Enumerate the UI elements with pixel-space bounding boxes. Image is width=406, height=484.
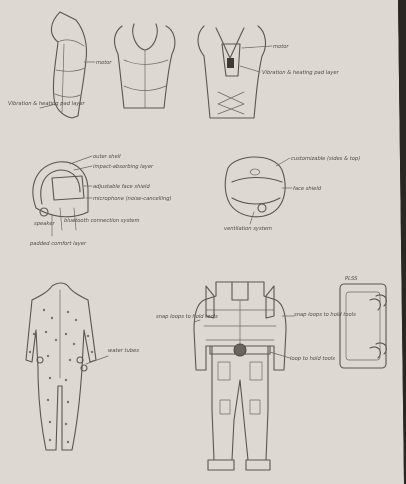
label-face-shield: face shield [293,186,322,192]
label-outer-shell: outer shell [93,154,121,160]
motor-block [227,58,234,68]
label-bluetooth: bluetooth connection system [64,218,140,224]
label-water-tubes: water tubes [108,348,139,354]
label-impact: impact-absorbing layer [93,164,154,170]
label-padded: padded comfort layer [29,241,87,247]
label-back-vibration: Vibration & heating pad layer [262,70,340,76]
label-back-motor: motor [273,44,289,50]
belt-buckle [234,344,246,356]
label-face-shield-adjustable: adjustable face shield [93,184,150,190]
label-loop-tools: loop to hold tools [290,356,335,362]
label-side-vibration: Vibration & heating pad layer [8,101,86,107]
label-ventilation: ventilation system [224,226,272,232]
label-customizable: customizable (sides & top) [291,156,360,162]
label-microphone: microphone (noise-cancelling) [93,196,172,202]
label-plss: PLSS [345,276,358,282]
label-snap-right: snap loops to hold tools [294,312,356,318]
label-side-motor: motor [96,60,112,66]
label-snap-left: snap loops to hold tools [156,314,218,320]
